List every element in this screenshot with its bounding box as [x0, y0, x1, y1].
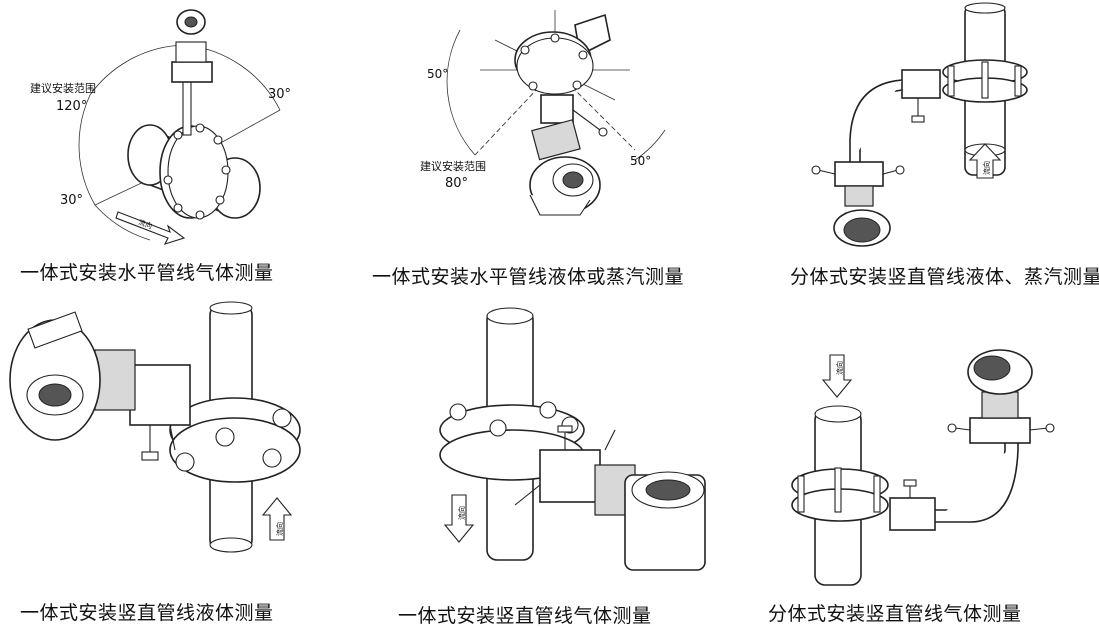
manifold	[171, 61, 213, 83]
manifold	[540, 94, 574, 124]
flow-label: 流向	[982, 161, 991, 175]
caption-horizontal-gas: 一体式安装水平管线气体测量	[20, 262, 274, 284]
transmitter-body	[175, 41, 207, 63]
lower-angle-arc	[94, 204, 151, 241]
caption-horizontal-liquid: 一体式安装水平管线液体或蒸汽测量	[372, 266, 685, 288]
panel-vertical-gas: 流向	[400, 300, 730, 590]
caption-vertical-liquid: 一体式安装竖直管线液体测量	[20, 602, 274, 624]
panel-remote-vertical-liquid: 流向	[790, 0, 1099, 250]
flange-bolts	[947, 61, 1022, 99]
flange-bolts	[520, 33, 588, 91]
range-label: 建议安装范围	[30, 81, 96, 95]
flow-label: 流向	[457, 506, 466, 520]
sensor-module	[531, 119, 581, 161]
angle-bottom-label: 30°	[60, 193, 83, 208]
manifold	[539, 449, 601, 503]
flange-bolts	[163, 123, 231, 220]
flow-label: 流向	[275, 522, 284, 536]
flow-label: 流向	[137, 217, 153, 230]
impulse-line-b	[935, 440, 1019, 523]
caption-remote-vertical-liquid: 分体式安装竖直管线液体、蒸汽测量	[790, 266, 1099, 288]
manifold	[129, 364, 191, 426]
flange-bolts	[797, 467, 881, 513]
panel-remote-vertical-gas: 流向	[760, 300, 1099, 590]
transmitter-manifold	[969, 417, 1031, 444]
panel-vertical-liquid: 流向	[0, 300, 360, 590]
flow-arrow-up	[968, 143, 1002, 179]
range-label: 建议安装范围	[420, 159, 486, 173]
impulse-stem	[182, 79, 192, 136]
sensor-module	[981, 391, 1019, 419]
sensor-module	[844, 185, 874, 207]
sensor-module	[94, 349, 136, 411]
flow-arrow-down	[443, 494, 475, 543]
root-valve-manifold	[901, 69, 941, 99]
angle-right-label: 50°	[630, 154, 651, 168]
caption-remote-vertical-gas: 分体式安装竖直管线气体测量	[768, 603, 1022, 625]
impulse-line-b	[849, 79, 903, 165]
angle-top-label: 30°	[268, 87, 291, 102]
flow-label: 流向	[835, 361, 844, 375]
flange-lower	[169, 417, 301, 483]
horizontal-liquid-diagram: 50° 50° 建议安装范围 80°	[420, 10, 666, 216]
range-value: 120°	[56, 99, 87, 114]
vertical-gas-diagram: 流向	[439, 307, 706, 571]
flange-bolts	[175, 408, 292, 472]
arc-right	[634, 129, 666, 161]
remote-vertical-gas-diagram: 流向	[791, 349, 1055, 586]
horizontal-gas-diagram: 建议安装范围 120° 30° 30° 流向	[30, 9, 291, 245]
caption-vertical-gas: 一体式安装竖直管线气体测量	[398, 605, 652, 627]
flow-arrow-down	[821, 354, 853, 398]
flange-bolts	[449, 401, 579, 437]
arc-left	[446, 29, 476, 156]
transmitter-manifold	[834, 161, 884, 187]
panel-horizontal-gas: 建议安装范围 120° 30° 30° 流向	[0, 0, 360, 250]
panel-horizontal-liquid: 50° 50° 建议安装范围 80°	[365, 0, 735, 250]
remote-vertical-liquid-diagram: 流向	[811, 2, 1028, 247]
root-valve-manifold	[889, 497, 936, 531]
flow-arrow-up	[261, 497, 293, 541]
vertical-liquid-diagram: 流向	[9, 301, 301, 553]
range-value: 80°	[445, 176, 468, 191]
range-arc	[78, 44, 186, 206]
angle-left-label: 50°	[427, 67, 448, 81]
flow-arrow	[115, 211, 186, 245]
